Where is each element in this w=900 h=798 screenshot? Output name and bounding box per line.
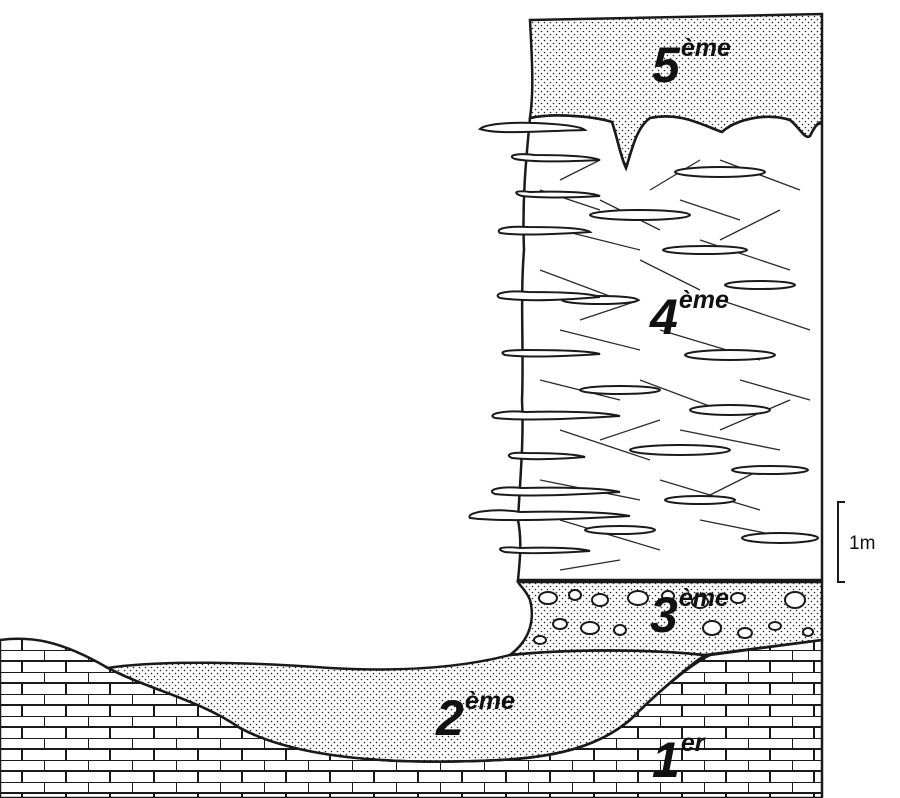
layer-label-5: 5ème: [652, 40, 731, 90]
layer-label-4: 4ème: [650, 292, 729, 342]
layer-label-3: 3ème: [650, 590, 729, 640]
scale-bar: [838, 502, 845, 582]
layer-label-2: 2ème: [436, 693, 515, 743]
scale-bar-label: 1m: [849, 533, 875, 555]
layer-label-1: 1er: [652, 735, 704, 785]
layer-4-cross-bedded: [469, 115, 822, 580]
